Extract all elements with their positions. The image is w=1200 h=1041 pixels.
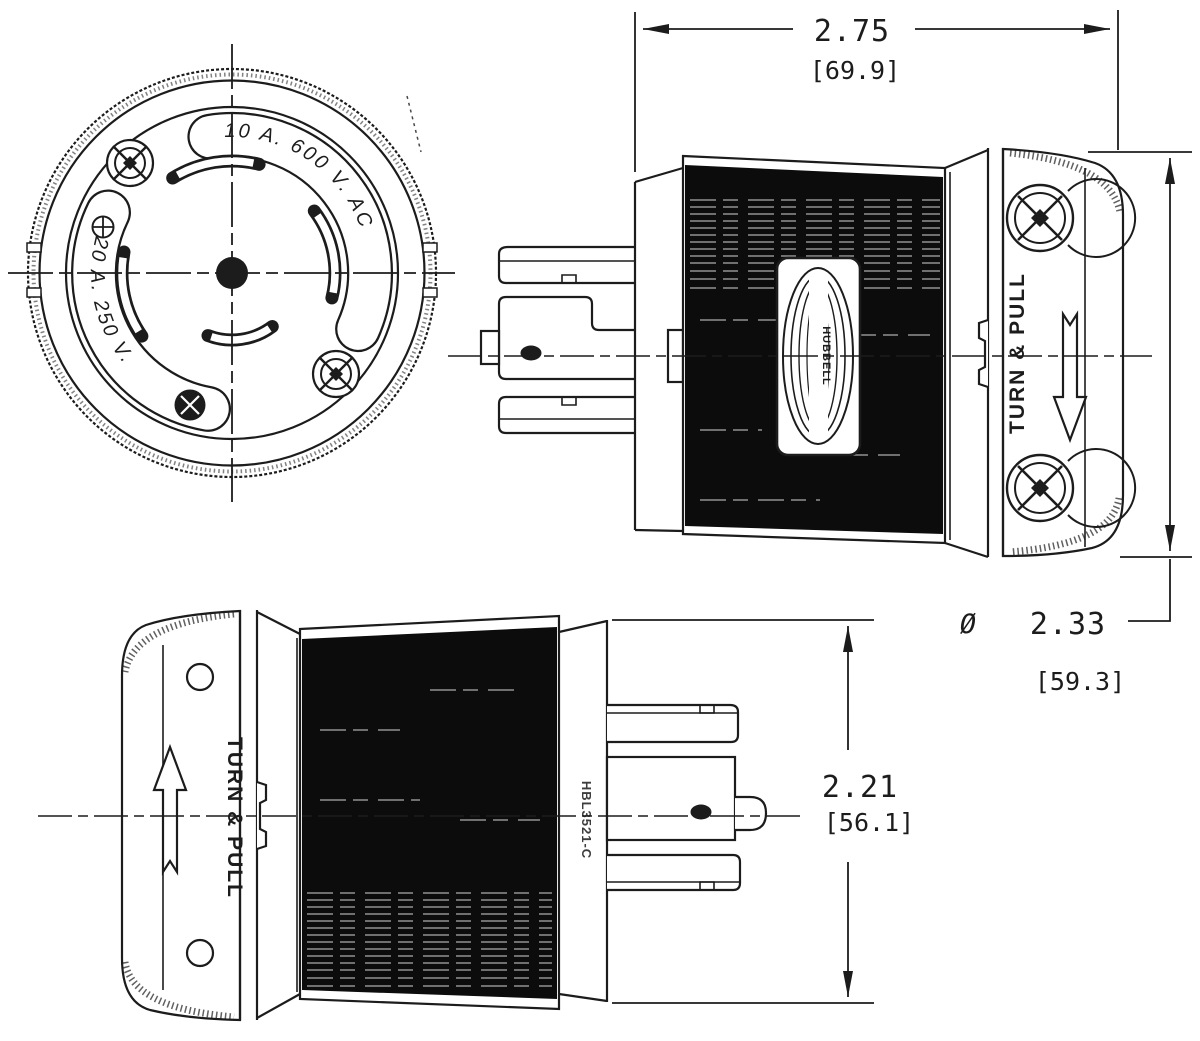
blade-slot-bottom	[201, 320, 279, 347]
blade-slot-top	[166, 154, 266, 185]
ground-marker-icon	[91, 215, 115, 239]
turn-direction-arrow-icon	[1052, 310, 1088, 444]
cap-latch-back	[256, 780, 268, 851]
blade-lower	[497, 395, 635, 435]
dim-diameter-symbol: Ø	[960, 609, 976, 640]
turn-pull-text-side: TURN & PULL	[1006, 272, 1029, 434]
cap-screw-hole-upper	[185, 662, 215, 692]
assembly-screw-upper-icon	[105, 138, 155, 188]
assembly-screw-lower-icon	[311, 349, 361, 399]
side-view-right: HUBBELL TURN & PULL	[448, 147, 1152, 559]
rating-channel-top	[187, 112, 394, 353]
arrowhead-down-icon	[843, 971, 853, 997]
turn-direction-arrow-back-icon	[152, 743, 188, 876]
arrowhead-right-icon	[1084, 24, 1110, 34]
blade-lower-back	[607, 853, 742, 892]
dimension-diameter: Ø 2.33 [59.3]	[960, 151, 1192, 696]
blade-hole	[520, 345, 542, 361]
dim-body-mm: [56.1]	[824, 808, 914, 837]
dimension-length: 2.75 [69.9]	[634, 10, 1119, 172]
arrowhead-down-icon	[1165, 525, 1175, 551]
cap-latch	[977, 318, 989, 389]
dim-diameter-in: 2.33	[1030, 607, 1106, 642]
model-number-text: HBL3521-C	[579, 781, 594, 859]
cap-assembly: TURN & PULL	[944, 147, 1137, 559]
collar-back: HBL3521-C	[558, 619, 609, 1003]
body-ribs-back	[307, 689, 552, 987]
blade-center	[497, 295, 635, 381]
face-view: 10 A. 600 V. AC 20 A. 250 V.	[8, 44, 455, 502]
blade-tab	[479, 329, 501, 366]
turn-pull-text-back: TURN & PULL	[223, 737, 246, 899]
pilot-pin	[735, 795, 768, 832]
body-shell: HUBBELL	[681, 154, 947, 545]
blade-slot-left	[115, 245, 149, 343]
prongs-right	[605, 703, 768, 892]
blade-center-back	[605, 755, 737, 842]
knurl-mark	[406, 95, 422, 153]
cap-assembly-back: TURN & PULL	[120, 609, 301, 1022]
blade-hole-back	[690, 804, 712, 820]
blade-upper-back	[607, 703, 740, 744]
rating-channel-left	[71, 189, 231, 432]
center-pin	[216, 257, 248, 289]
dimension-body: 2.21 [56.1]	[612, 619, 914, 1004]
body-shell-back	[298, 614, 561, 1011]
arrowhead-left-icon	[643, 24, 669, 34]
prongs-left	[479, 245, 635, 435]
cap-screw-hole-lower	[185, 938, 215, 968]
blade-upper	[497, 245, 635, 285]
dim-diameter-mm: [59.3]	[1035, 667, 1125, 696]
dim-length-in: 2.75	[814, 14, 890, 49]
arrowhead-up-icon	[843, 626, 853, 652]
blade-slot-right	[307, 204, 342, 305]
dim-length-mm: [69.9]	[810, 56, 900, 85]
dim-body-in: 2.21	[822, 770, 898, 805]
rim-notches	[26, 242, 438, 298]
collar	[633, 166, 685, 533]
arrowhead-up-icon	[1165, 158, 1175, 184]
side-view-bottom: TURN & PULL HBL3521-C	[38, 609, 800, 1022]
terminal-screw-icon	[174, 389, 206, 421]
leader-line	[1128, 559, 1171, 622]
